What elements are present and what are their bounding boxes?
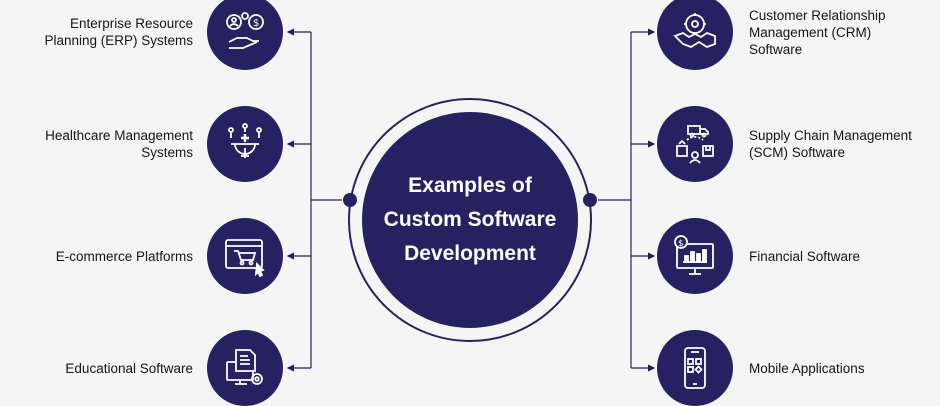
- label-crm-line-2: Management (CRM): [749, 25, 872, 40]
- label-financial-line-1: Financial Software: [749, 249, 861, 264]
- mobile-apps-icon: [657, 330, 733, 406]
- center-title-line-2: Custom Software: [383, 208, 557, 231]
- financial-monitor-icon: $: [657, 218, 733, 294]
- label-healthcare-line-2: Systems: [141, 145, 193, 160]
- erp-handshake-gear-icon: $: [207, 0, 283, 70]
- label-scm-line-2: (SCM) Software: [749, 145, 846, 160]
- center-title: Examples of Custom Software Development: [362, 112, 578, 328]
- center-title-line-1: Examples of: [408, 174, 532, 197]
- medical-gear-icon: [207, 106, 283, 182]
- center-ring: [348, 98, 592, 342]
- svg-text:$: $: [253, 18, 259, 29]
- left-junction-dot: [343, 193, 357, 207]
- shopping-cart-browser-icon: [207, 218, 283, 294]
- svg-text:$: $: [678, 239, 684, 249]
- label-healthcare: Healthcare Management Systems: [3, 127, 193, 161]
- label-educational: Educational Software: [3, 360, 193, 377]
- label-mobile: Mobile Applications: [749, 360, 939, 377]
- label-educational-line-1: Educational Software: [65, 361, 193, 376]
- label-erp: Enterprise Resource Planning (ERP) Syste…: [3, 15, 193, 49]
- label-scm-line-1: Supply Chain Management: [749, 128, 912, 143]
- right-junction-dot: [583, 193, 597, 207]
- label-crm-line-1: Customer Relationship: [749, 8, 886, 23]
- handshake-gear-icon: [657, 0, 733, 70]
- label-scm: Supply Chain Management (SCM) Software: [749, 127, 939, 161]
- label-healthcare-line-1: Healthcare Management: [45, 128, 193, 143]
- label-ecommerce: E-commerce Platforms: [3, 248, 193, 265]
- supply-chain-icon: [657, 106, 733, 182]
- document-computer-icon: [207, 330, 283, 406]
- label-crm: Customer Relationship Management (CRM) S…: [749, 7, 939, 58]
- label-mobile-line-1: Mobile Applications: [749, 361, 865, 376]
- label-financial: Financial Software: [749, 248, 939, 265]
- label-erp-line-1: Enterprise Resource: [69, 16, 193, 31]
- label-erp-line-2: Planning (ERP) Systems: [44, 33, 193, 48]
- center-title-line-3: Development: [404, 242, 536, 265]
- label-crm-line-3: Software: [749, 42, 803, 57]
- label-ecommerce-line-1: E-commerce Platforms: [55, 249, 193, 264]
